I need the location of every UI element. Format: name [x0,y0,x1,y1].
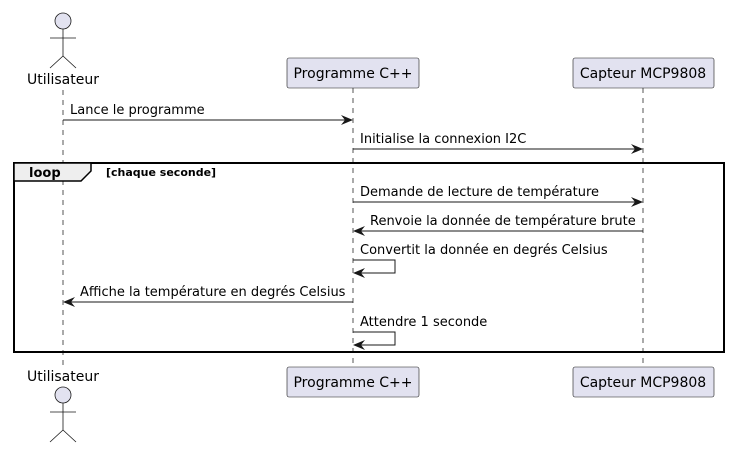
loop-condition: [chaque seconde] [106,166,216,179]
participant-program-top [286,57,420,89]
arrowhead-icon [631,197,643,207]
arrowhead-icon [353,226,365,236]
actor-user-bottom [49,386,77,443]
arrowhead-icon [63,297,75,307]
message-label: Demande de lecture de température [360,185,599,200]
participant-program-label-bottom: Programme C++ [293,375,412,391]
message-label: Convertit la donnée en degrés Celsius [360,243,608,258]
message-label: Affiche la température en degrés Celsius [80,285,346,300]
arrowhead-icon [353,340,365,350]
participant-sensor-label-bottom: Capteur MCP9808 [580,375,706,391]
actor-head-icon [54,12,72,30]
loop-keyword: loop [29,166,61,181]
participant-sensor-label-top: Capteur MCP9808 [580,66,706,82]
arrowhead-icon [353,268,365,278]
participant-program-bottom [286,366,420,398]
actor-user-label-bottom: Utilisateur [27,369,99,385]
actor-user-label-top: Utilisateur [27,72,99,88]
participant-program-label-top: Programme C++ [293,66,412,82]
message-label: Attendre 1 seconde [360,315,487,330]
loop-frame-tab [13,162,92,182]
loop-frame [13,162,725,353]
message-label: Lance le programme [70,103,205,118]
message-label: Renvoie la donnée de température brute [370,214,636,229]
self-message-arrow [353,331,396,346]
self-message-arrow [353,259,396,274]
message-label: Initialise la connexion I2C [360,132,526,147]
actor-user-top [49,12,77,69]
actor-head-icon [54,386,72,404]
participant-sensor-top [572,57,715,89]
participant-sensor-bottom [572,366,715,398]
arrowhead-icon [341,115,353,125]
arrowhead-icon [631,144,643,154]
